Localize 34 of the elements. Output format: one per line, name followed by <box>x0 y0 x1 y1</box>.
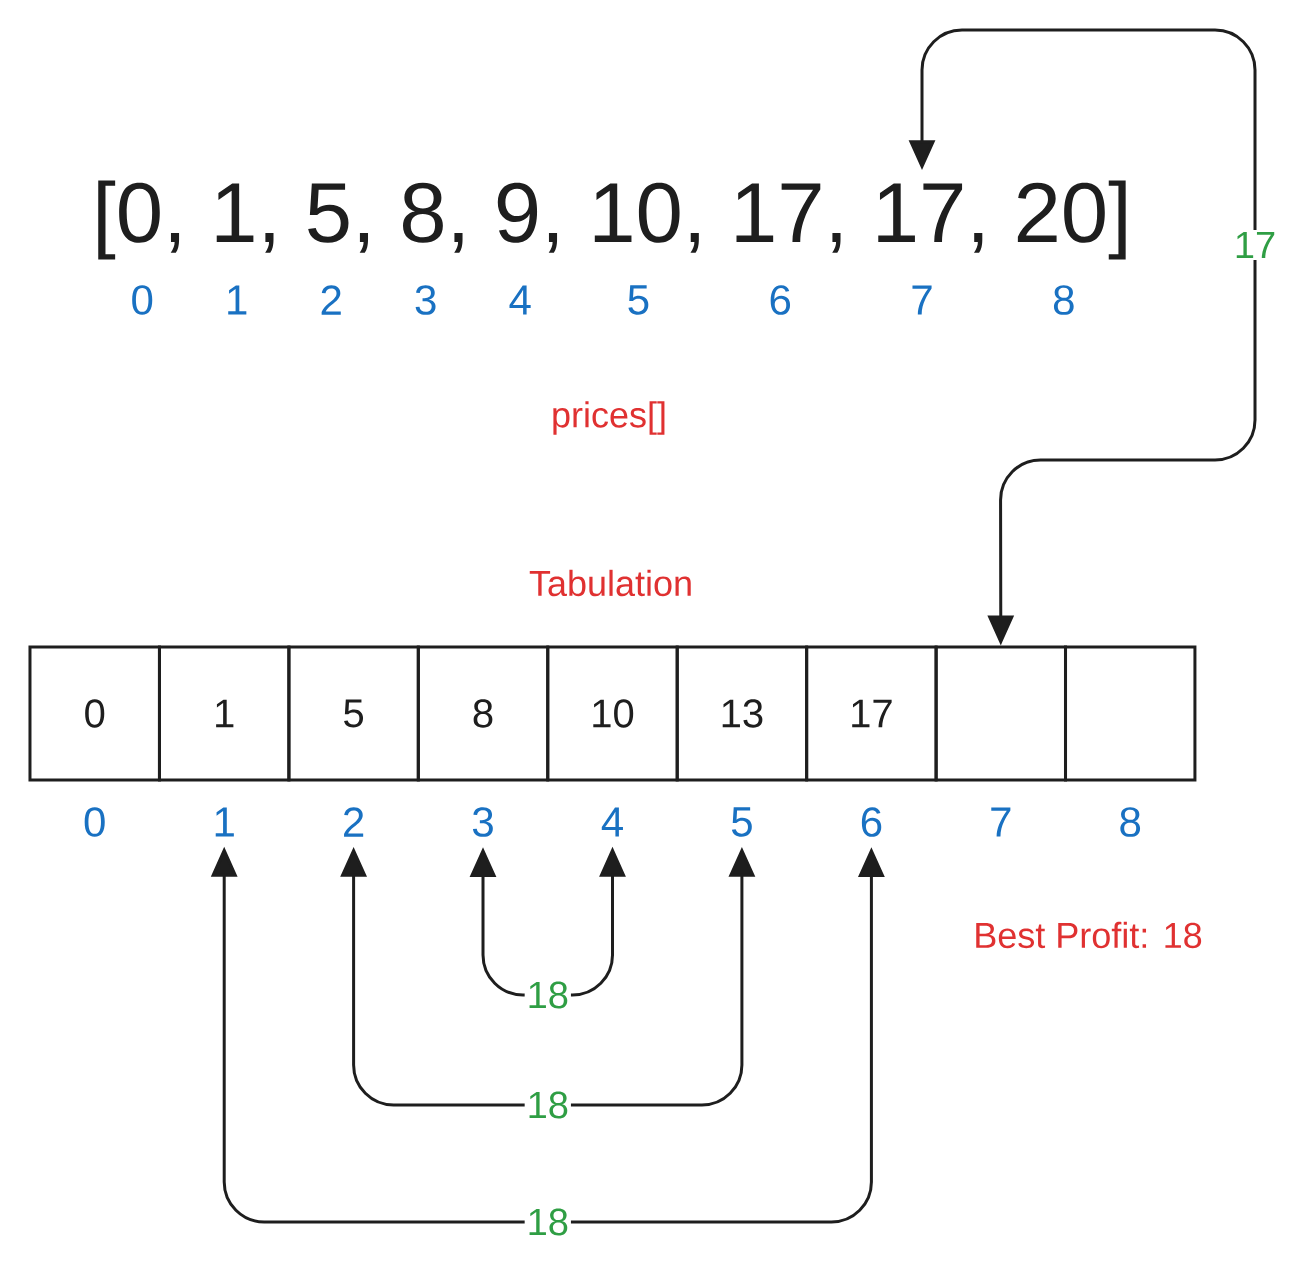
index-number: 7 <box>912 285 932 315</box>
index-number: 1 <box>215 807 234 837</box>
index-number: 8 <box>1053 285 1074 315</box>
index-number: 2 <box>344 807 364 837</box>
index-number: 7 <box>991 807 1011 837</box>
table-cell: 5 <box>287 645 420 782</box>
title-text: Best Profit: 18 <box>976 921 1202 949</box>
index-number: 8 <box>1120 807 1141 837</box>
index-number: 6 <box>770 285 791 315</box>
index-number: 5 <box>628 285 649 315</box>
edge-label: 17 <box>1231 229 1279 261</box>
title-text: Tabulation <box>529 569 691 597</box>
table-cell: 13 <box>675 645 809 782</box>
title-text: prices[] <box>553 401 665 435</box>
table-cell: 0 <box>28 645 161 782</box>
table-cell <box>1064 645 1197 782</box>
index-number: 0 <box>132 285 153 315</box>
edge-label: 18 <box>524 979 571 1011</box>
index-number: 3 <box>415 285 436 315</box>
index-number: 4 <box>509 285 531 315</box>
index-number: 6 <box>861 807 882 837</box>
array-text: [0, 1, 5, 8, 9, 10, 17, 17, 20] <box>98 180 1126 260</box>
index-number: 0 <box>84 807 105 837</box>
table-cell: 17 <box>805 645 938 782</box>
index-number: 3 <box>472 807 493 837</box>
index-number: 1 <box>228 285 247 315</box>
index-number: 5 <box>731 807 752 837</box>
index-number: 2 <box>321 285 341 315</box>
table-cell: 8 <box>416 645 550 782</box>
table-cell: 1 <box>158 645 291 782</box>
edge-label: 18 <box>524 1089 571 1121</box>
table-cell: 10 <box>546 645 679 782</box>
edge-label: 18 <box>524 1206 571 1238</box>
index-number: 4 <box>601 807 623 837</box>
